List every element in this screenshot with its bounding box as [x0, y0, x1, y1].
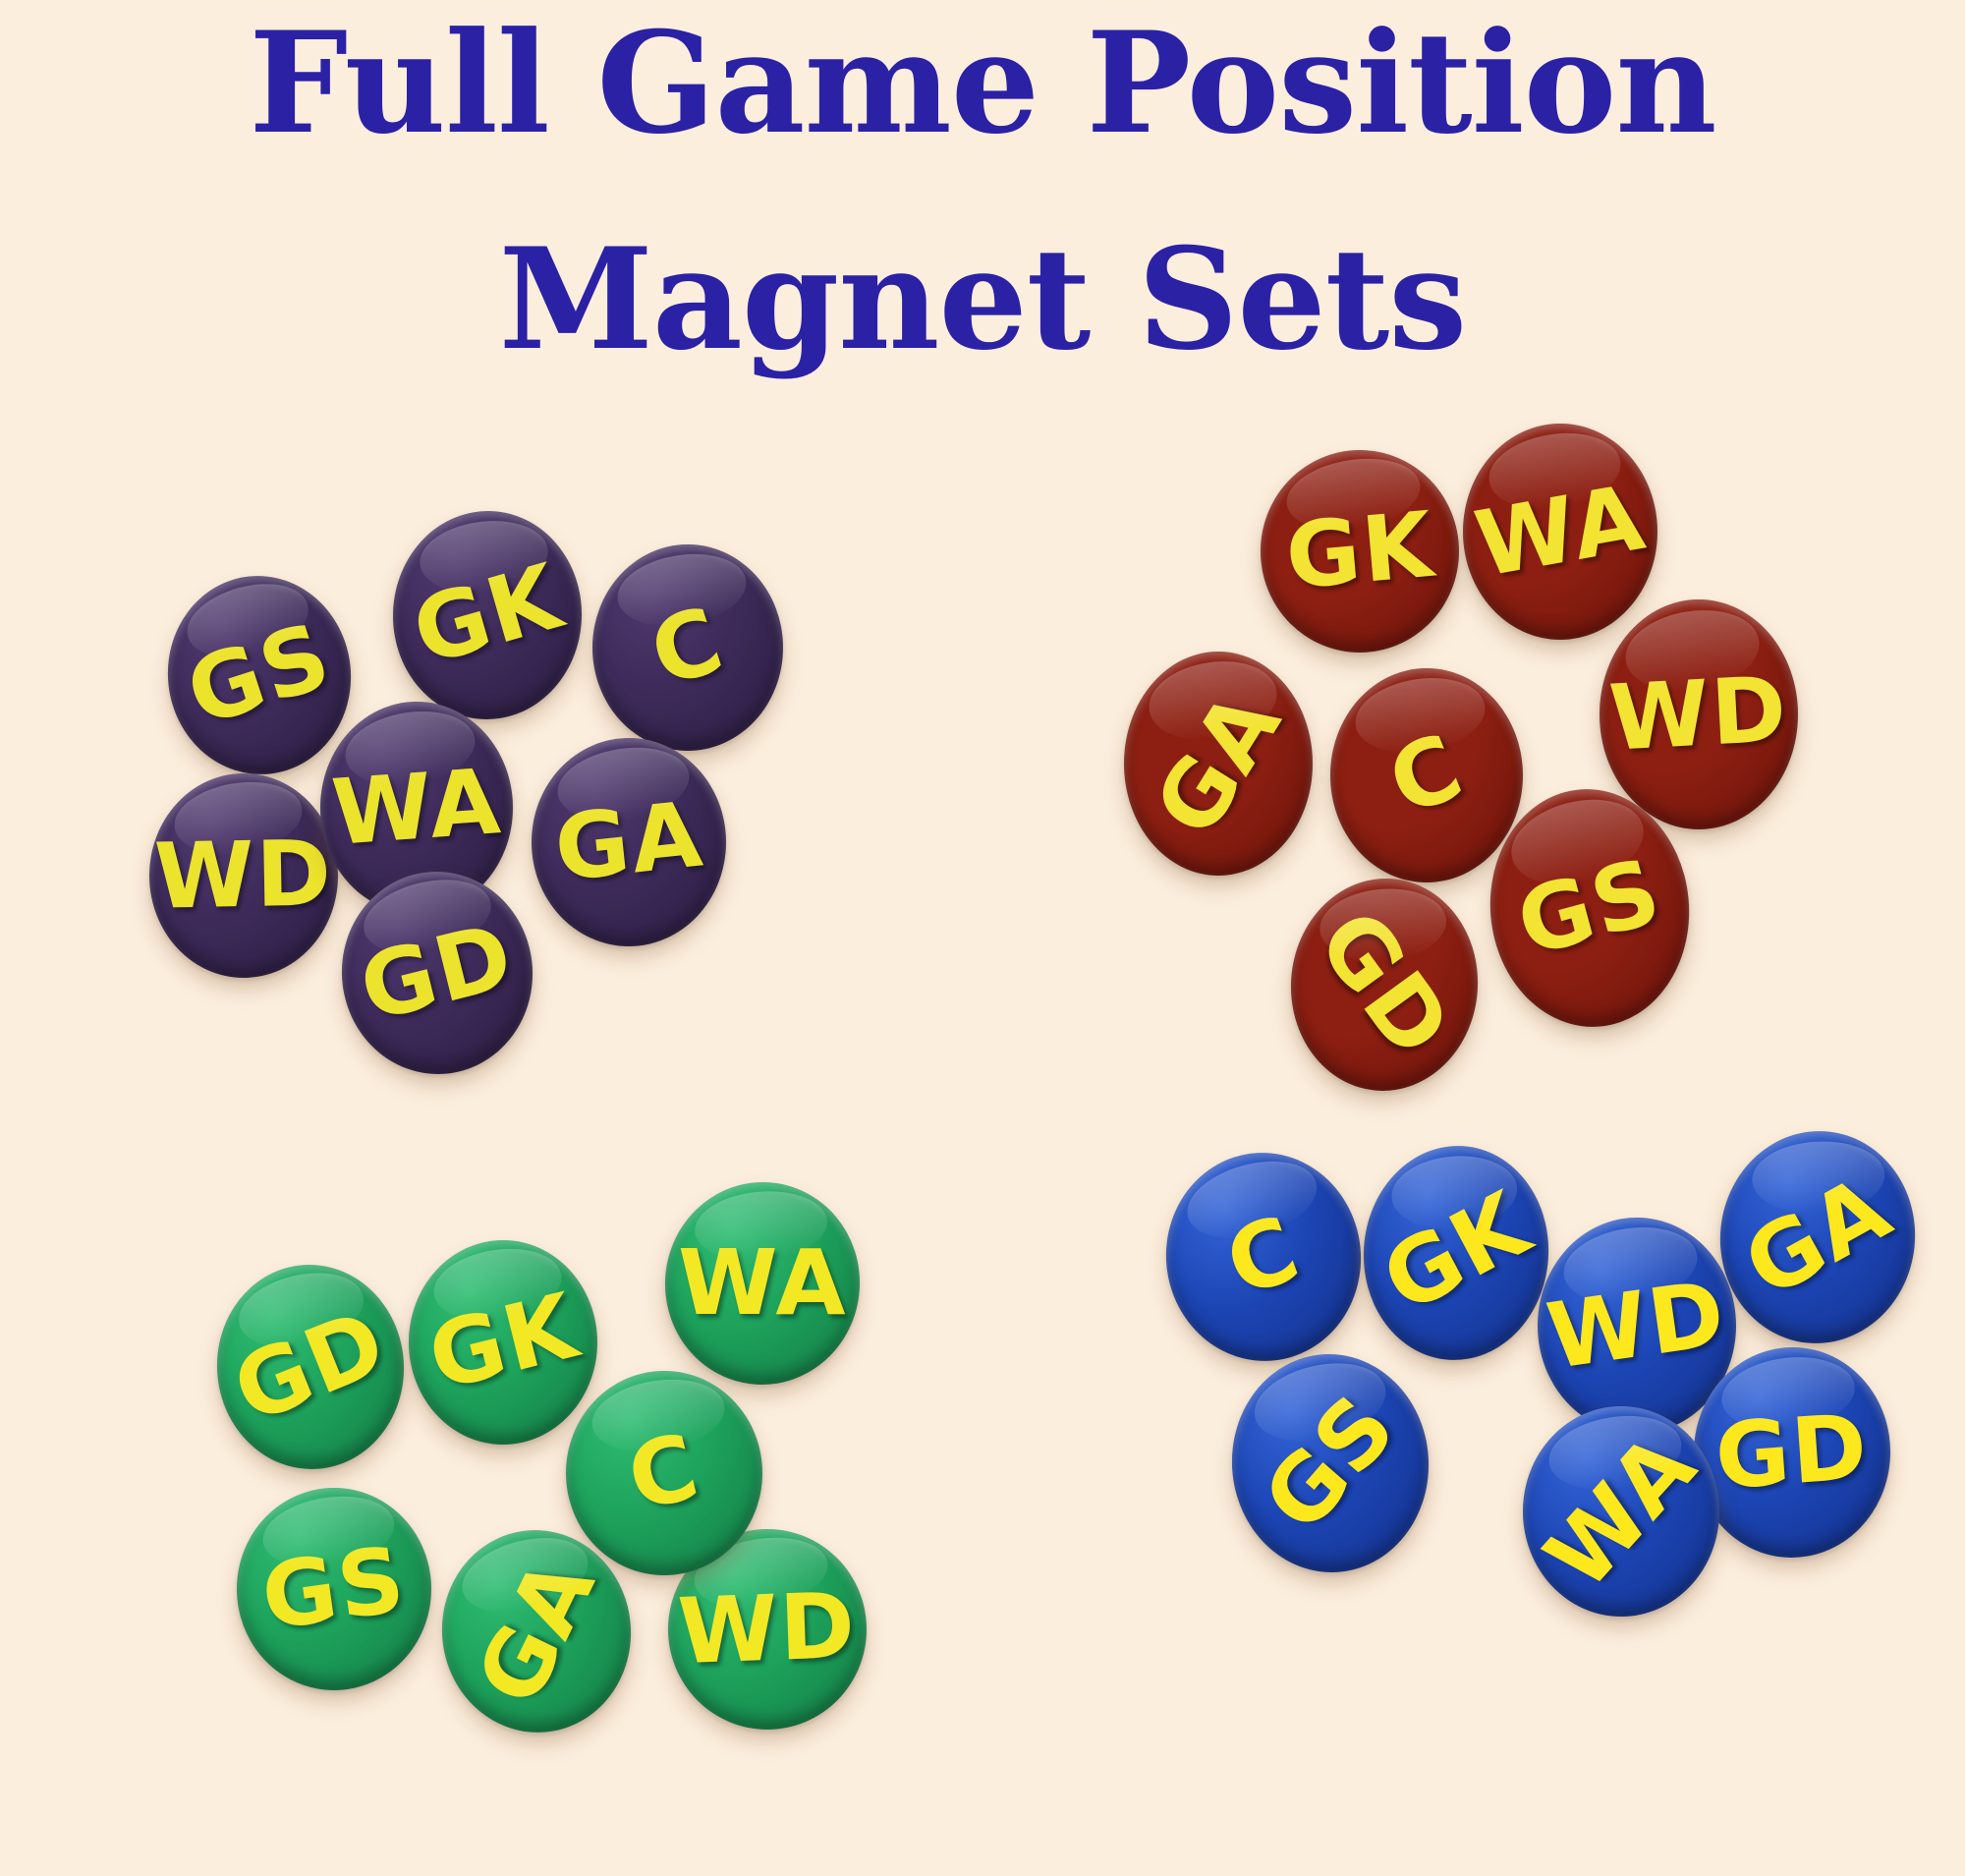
- magnet-purple-c: C: [592, 544, 783, 751]
- magnet-label: GA: [1726, 1155, 1908, 1319]
- magnet-label: GK: [1366, 1170, 1546, 1335]
- magnet-blue-wd: WD: [1538, 1218, 1736, 1434]
- magnet-label: GA: [1134, 672, 1302, 854]
- magnet-purple-wd: WD: [149, 773, 338, 978]
- magnet-red-c: C: [1330, 668, 1523, 882]
- magnet-label: WA: [1467, 464, 1654, 598]
- magnet-blue-ga: GA: [1710, 1121, 1926, 1353]
- magnet-label: GA: [549, 781, 708, 902]
- magnet-green-gk: GK: [409, 1240, 597, 1445]
- magnet-red-wa: WA: [1463, 424, 1657, 640]
- magnet-label: C: [1212, 1195, 1314, 1318]
- magnet-label: WD: [1541, 1260, 1733, 1391]
- magnet-red-gk: GK: [1261, 450, 1459, 653]
- magnet-label: C: [639, 586, 737, 709]
- magnet-label: GD: [219, 1288, 402, 1445]
- magnet-label: GD: [1297, 891, 1473, 1078]
- magnet-label: GS: [1506, 837, 1673, 978]
- magnet-blue-gk: GK: [1356, 1139, 1556, 1367]
- magnet-label: GA: [456, 1541, 616, 1721]
- magnet-blue-gs: GS: [1224, 1347, 1436, 1579]
- magnet-label: C: [618, 1413, 710, 1532]
- magnet-label: WD: [676, 1572, 859, 1685]
- magnet-label: GD: [350, 902, 525, 1043]
- magnet-red-ga: GA: [1124, 652, 1313, 876]
- magnet-label: WD: [1606, 656, 1791, 771]
- magnet-label: GK: [401, 543, 574, 686]
- magnet-purple-ga: GA: [532, 738, 726, 946]
- magnet-label: GS: [1243, 1374, 1417, 1552]
- magnet-blue-wa: WA: [1523, 1406, 1719, 1617]
- title-line-1: Full Game Position: [249, 2, 1716, 165]
- magnet-label: GS: [255, 1526, 413, 1651]
- magnet-label: WA: [677, 1229, 848, 1336]
- magnet-label: GK: [1281, 491, 1438, 610]
- magnet-label: WA: [1525, 1412, 1717, 1610]
- title-line-2: Magnet Sets: [498, 218, 1468, 381]
- magnet-label: GD: [1712, 1393, 1873, 1510]
- magnet-red-wd: WD: [1600, 599, 1798, 829]
- magnet-label: WD: [153, 821, 334, 930]
- magnet-blue-c: C: [1155, 1143, 1372, 1371]
- magnet-label: WA: [328, 749, 505, 866]
- magnet-green-c: C: [566, 1371, 762, 1575]
- magnet-green-gs: GS: [237, 1488, 431, 1690]
- magnet-label: C: [1375, 712, 1479, 837]
- magnet-label: GK: [418, 1273, 588, 1411]
- magnet-label: GS: [174, 602, 344, 747]
